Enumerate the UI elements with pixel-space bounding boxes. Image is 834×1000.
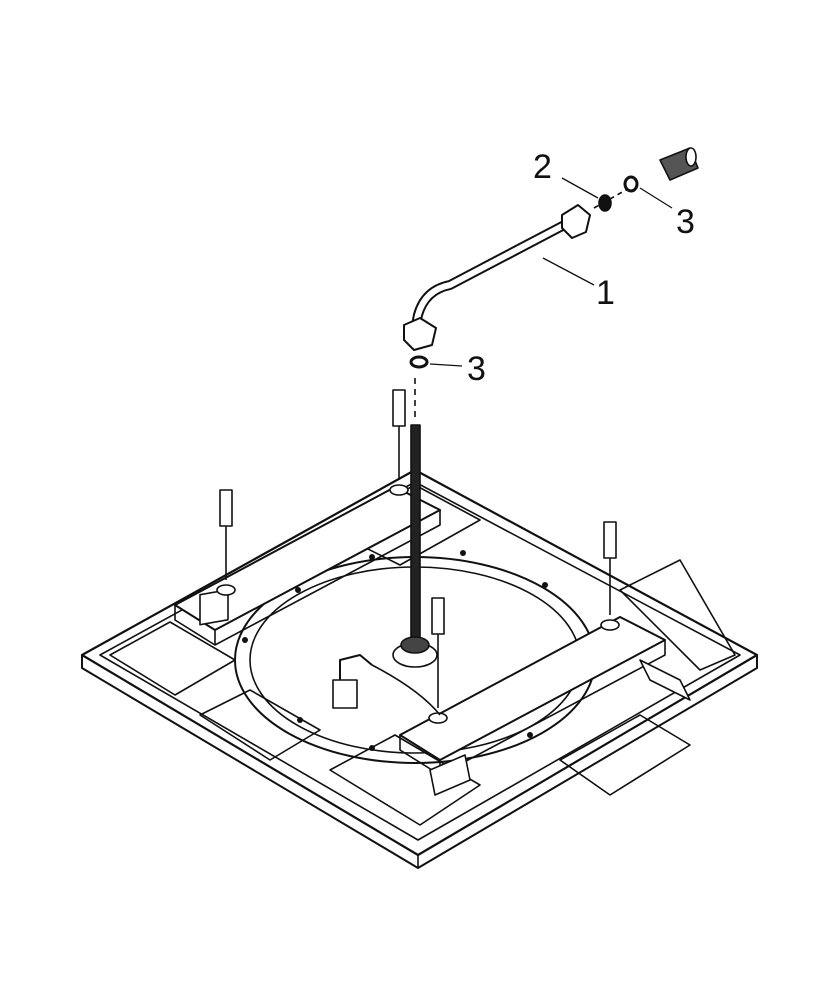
mounting-rail-lower	[399, 616, 691, 796]
threaded-rod	[392, 378, 438, 668]
small-parts	[409, 147, 699, 369]
outlet-elbow	[332, 654, 441, 716]
threaded-adapter	[659, 147, 699, 181]
leader-lines	[429, 177, 673, 367]
callout-3-top: 3	[676, 203, 695, 241]
connection-hose	[403, 181, 641, 351]
callout-2: 2	[533, 148, 552, 186]
mounting-rail-upper	[174, 486, 441, 646]
wall-plugs	[216, 389, 620, 724]
callout-3-bottom: 3	[467, 350, 486, 388]
callout-1: 1	[596, 274, 615, 312]
